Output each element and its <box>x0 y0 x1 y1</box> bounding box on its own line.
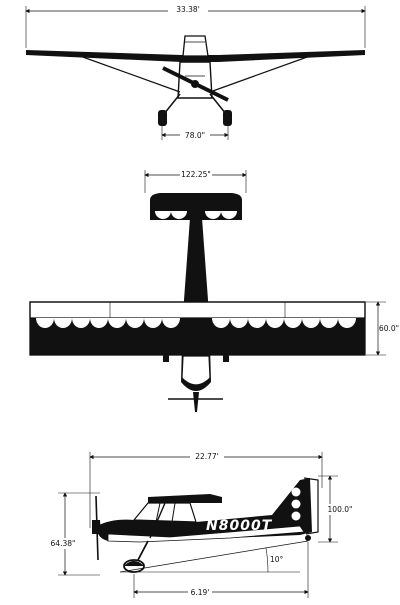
tail-scallops <box>155 211 237 219</box>
side-wing <box>148 494 222 503</box>
side-canopy <box>132 502 197 523</box>
length-label: 22.77' <box>195 452 219 461</box>
wheelbase-label: 6.19' <box>191 588 210 597</box>
top-view: 122.25" <box>29 169 400 412</box>
front-view: 33.38' 78.0" <box>25 4 366 140</box>
ground-angle-label: 10° <box>270 555 284 564</box>
front-right-wheel <box>223 110 232 126</box>
tail-height-label: 100.0" <box>328 505 353 514</box>
side-view: 22.77' 100.0" 64.38" N8000T <box>50 451 352 598</box>
side-fuselage <box>96 478 312 542</box>
front-cabin <box>182 35 209 57</box>
side-tail-wheel <box>305 535 311 541</box>
fin-scallops <box>291 487 301 521</box>
front-left-wheel <box>158 110 167 126</box>
front-propeller <box>162 66 229 102</box>
wing-scallops <box>36 318 356 328</box>
wing-chord-label: 60.0" <box>379 324 399 333</box>
wingspan-label: 33.38' <box>176 5 200 14</box>
wheel-track-label: 78.0" <box>185 131 205 140</box>
height-label: 64.38" <box>51 539 76 548</box>
tail-span-label: 122.25" <box>181 170 211 179</box>
registration-marking: N8000T <box>206 518 273 534</box>
